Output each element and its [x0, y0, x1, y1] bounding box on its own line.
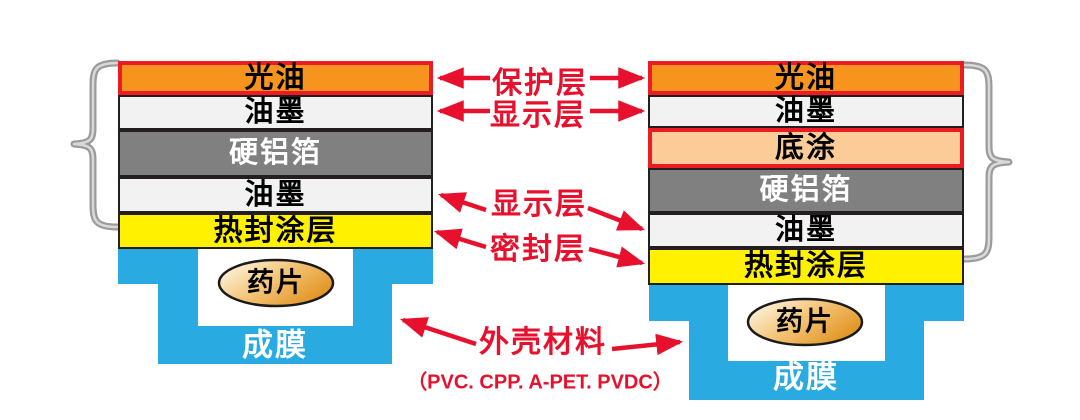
right-film-label: 成膜: [773, 359, 839, 395]
annotation-arrows: [399, 67, 684, 356]
left-layer-seal: 热封涂层: [118, 213, 433, 249]
right-layer-foil: 硬铝箔: [648, 168, 964, 213]
right-layer-varnish: 光油: [648, 61, 964, 95]
left-layer-varnish: 光油: [118, 61, 433, 95]
arrow-shell-right: [611, 333, 684, 356]
left-pill: [217, 258, 335, 308]
arrow-sealing-left: [433, 228, 487, 250]
right-pill-label: 药片: [776, 306, 834, 337]
annotation-shell-material-options: （PVC. CPP. A-PET. PVDC）: [407, 371, 673, 394]
annotation-shell-material: 外壳材料: [479, 326, 607, 359]
left-layer-ink-bottom: 油墨: [118, 177, 433, 213]
arrow-sealing-right: [588, 246, 646, 268]
annotation-display-layer-top: 显示层: [490, 99, 586, 132]
right-layer-seal: 热封涂层: [648, 248, 964, 285]
right-pill: [746, 297, 864, 347]
annotation-display-layer-bottom: 显示层: [491, 188, 587, 221]
left-brace: [70, 59, 121, 231]
left-film-label: 成膜: [242, 327, 308, 363]
right-layer-primer: 底涂: [648, 128, 964, 168]
right-brace: [961, 61, 1013, 263]
annotation-sealing-layer: 密封层: [490, 233, 586, 266]
left-layer-foil: 硬铝箔: [118, 130, 433, 177]
right-layer-ink-top: 油墨: [648, 95, 964, 128]
arrow-display-bottom-left: [437, 192, 487, 213]
left-layer-ink-top: 油墨: [118, 95, 433, 130]
right-layer-ink-bottom: 油墨: [648, 213, 964, 248]
arrow-shell-left: [399, 317, 477, 347]
arrow-display-bottom-right: [587, 205, 646, 232]
annotation-protective-layer: 保护层: [492, 67, 588, 100]
left-pill-label: 药片: [247, 267, 305, 298]
